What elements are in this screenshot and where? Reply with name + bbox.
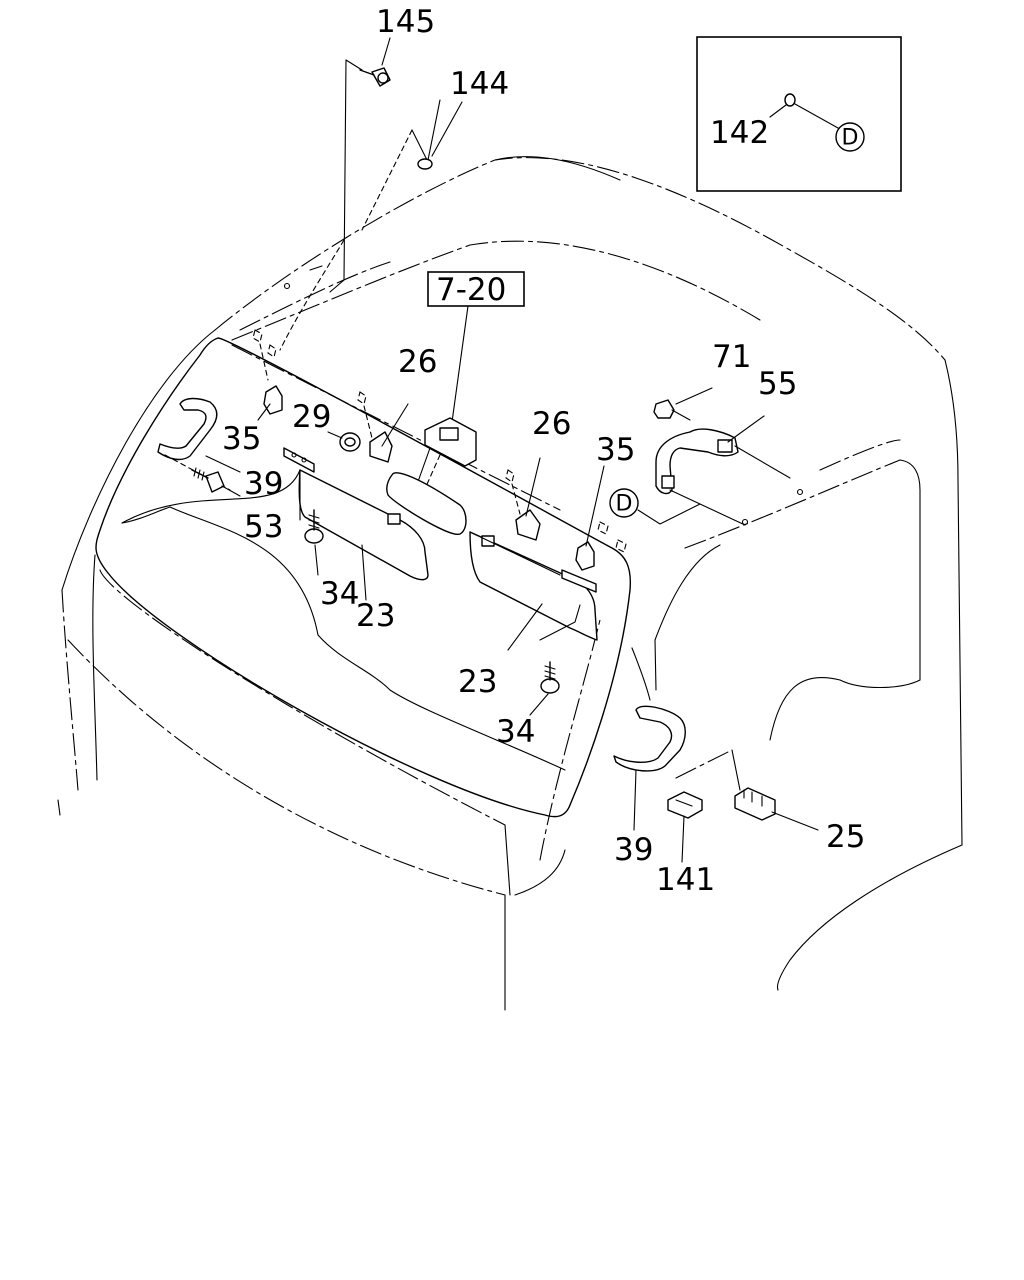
roof-grip-55 — [655, 428, 791, 526]
callout-23-left: 23 — [356, 598, 395, 634]
ref-d-circle-main — [609, 488, 639, 518]
part-141-cover — [667, 791, 703, 819]
ref-d-label-main: D — [616, 492, 633, 517]
assist-grip-right — [613, 647, 686, 772]
ref-d-circle-inset — [835, 122, 865, 152]
part-145-screw — [359, 67, 391, 87]
callout-142: 142 — [710, 115, 769, 151]
part-29-grommet — [327, 431, 361, 452]
sun-visor-left — [283, 447, 429, 581]
cab-body — [57, 156, 963, 1011]
callout-141: 141 — [656, 862, 715, 898]
callout-55: 55 — [758, 366, 797, 402]
visor-clip-26-left — [357, 391, 393, 463]
callout-25: 25 — [826, 819, 865, 855]
ref-d-label-inset: D — [842, 126, 859, 151]
interior-mirror — [386, 472, 467, 535]
callout-35-left: 35 — [222, 421, 261, 457]
callout-144: 144 — [450, 66, 509, 102]
callout-53: 53 — [244, 509, 283, 545]
callout-34-right: 34 — [496, 714, 535, 750]
part-35-holder-right — [575, 521, 627, 571]
callout-35-right: 35 — [596, 432, 635, 468]
inset-box-142: D — [696, 36, 902, 192]
callout-26-right: 26 — [532, 406, 571, 442]
callout-26-left: 26 — [398, 344, 437, 380]
sun-visor-right — [469, 531, 598, 641]
callout-71: 71 — [712, 339, 751, 375]
part-35-holder-left — [252, 329, 283, 415]
callout-labels: 145 144 142 7-20 26 26 29 35 35 39 53 34… — [222, 4, 865, 898]
callout-39-left: 39 — [244, 466, 283, 502]
part-144-plug — [417, 158, 433, 170]
leader-lines — [205, 101, 819, 863]
part-34-screw-right — [539, 604, 581, 694]
callout-7-20: 7-20 — [436, 272, 506, 308]
ref-d-main: D — [609, 488, 701, 525]
part-71-bolt — [653, 399, 691, 421]
ref-box-7-20 — [427, 271, 525, 423]
callout-145: 145 — [376, 4, 435, 40]
visor-clip-26-right — [505, 469, 541, 541]
callout-34-left: 34 — [320, 576, 359, 612]
part-34-screw-left — [304, 509, 324, 544]
part-142-clip — [784, 93, 796, 107]
part-25-bracket — [734, 787, 776, 821]
callout-39-right: 39 — [614, 832, 653, 868]
callout-23-right: 23 — [458, 664, 497, 700]
callout-29: 29 — [292, 399, 331, 435]
part-53-screw — [191, 467, 225, 493]
headliner-panel — [95, 261, 632, 818]
